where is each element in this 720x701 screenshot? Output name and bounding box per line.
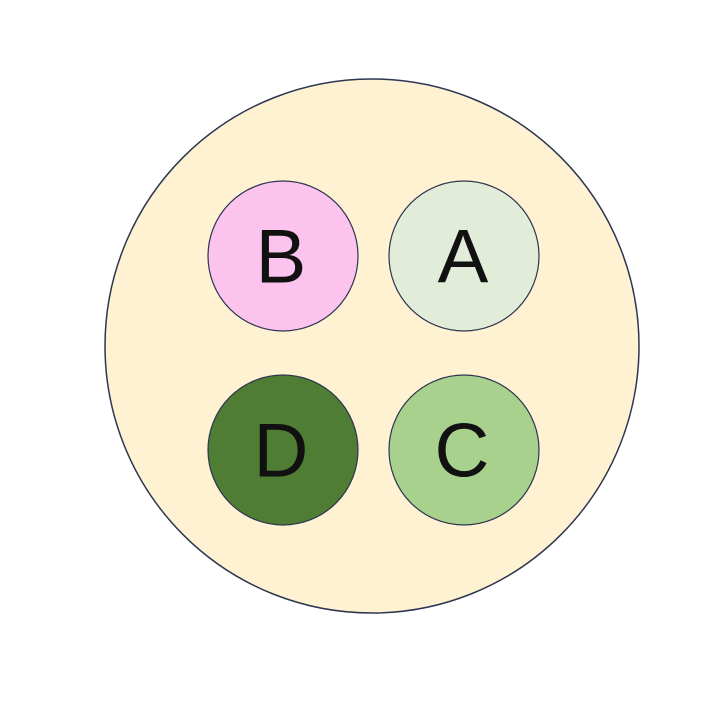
circle-a bbox=[388, 180, 540, 332]
circle-c-label: C bbox=[435, 409, 490, 494]
circle-a-label: A bbox=[438, 215, 489, 300]
circle-group-b: B bbox=[207, 180, 359, 332]
circle-group-a: A bbox=[388, 180, 540, 332]
outer-container-circle bbox=[104, 78, 640, 614]
circle-b-label: B bbox=[256, 215, 307, 300]
circle-c bbox=[388, 374, 540, 526]
circle-d bbox=[207, 374, 359, 526]
circle-b bbox=[207, 180, 359, 332]
circle-d-label: D bbox=[254, 409, 309, 494]
circle-group-c: C bbox=[388, 374, 540, 526]
circle-group-d: D bbox=[207, 374, 359, 526]
